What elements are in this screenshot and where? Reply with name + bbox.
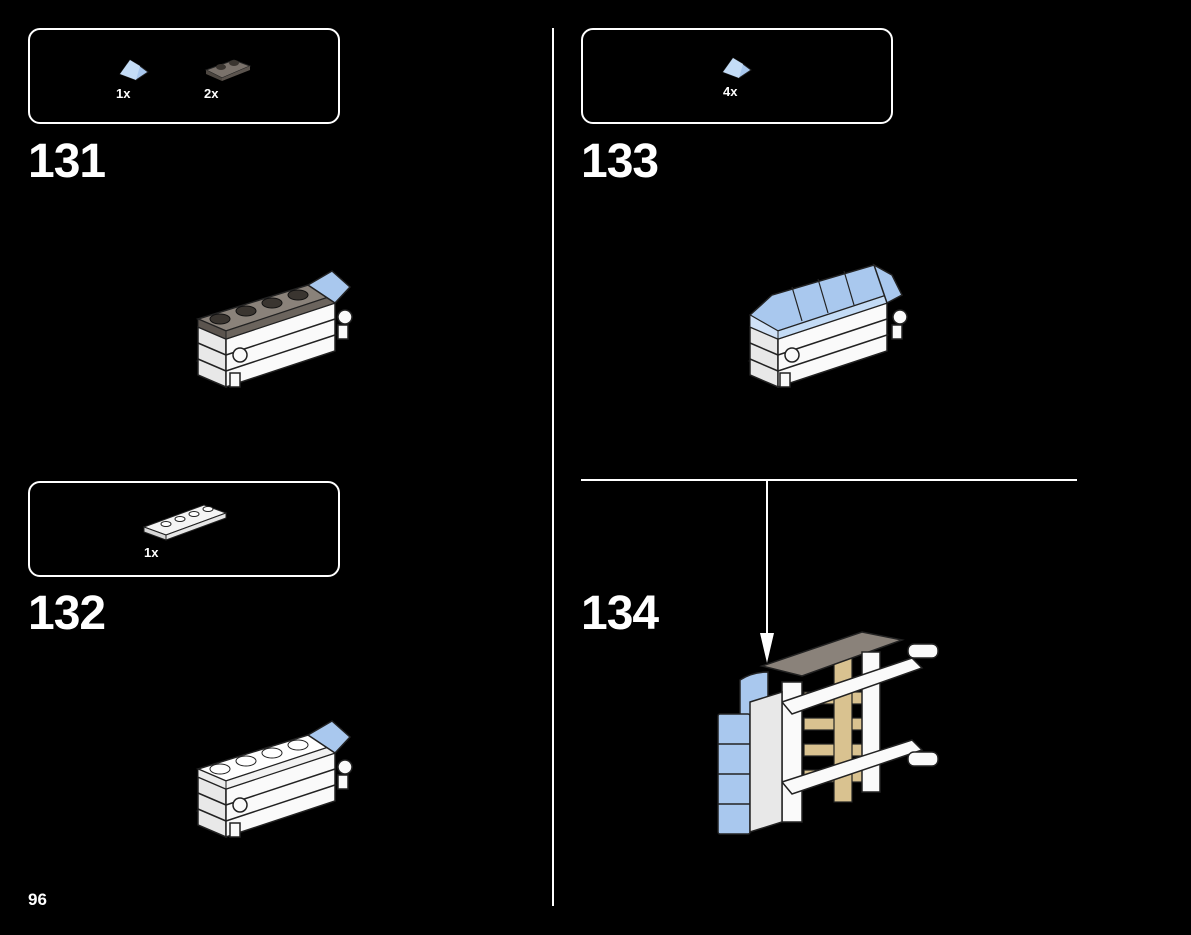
page-divider [552,28,554,906]
step-133-model [747,263,908,389]
light-blue-slope-part-icon [119,59,149,81]
page-number: 96 [28,890,47,909]
step-number: 131 [28,135,106,188]
part-qty: 4x [723,84,738,99]
step-number: 132 [28,587,106,640]
part-qty: 1x [144,545,159,560]
step-number: 133 [581,135,659,188]
step-131-model [195,270,353,389]
light-blue-slope-part-icon [722,57,752,79]
part-qty: 1x [116,86,131,101]
step-134-model [717,631,939,835]
parts-callout-132: 1x [28,481,340,577]
step-132-model [195,720,353,839]
parts-callout-131: 1x 2x [28,28,340,124]
step-divider [581,479,1077,481]
part-qty: 2x [204,86,219,101]
parts-callout-133: 4x [581,28,893,124]
white-plate-part-icon [142,504,228,541]
placement-arrow [760,481,774,663]
dark-grey-plate-part-icon [204,59,252,81]
step-number: 134 [581,587,659,640]
